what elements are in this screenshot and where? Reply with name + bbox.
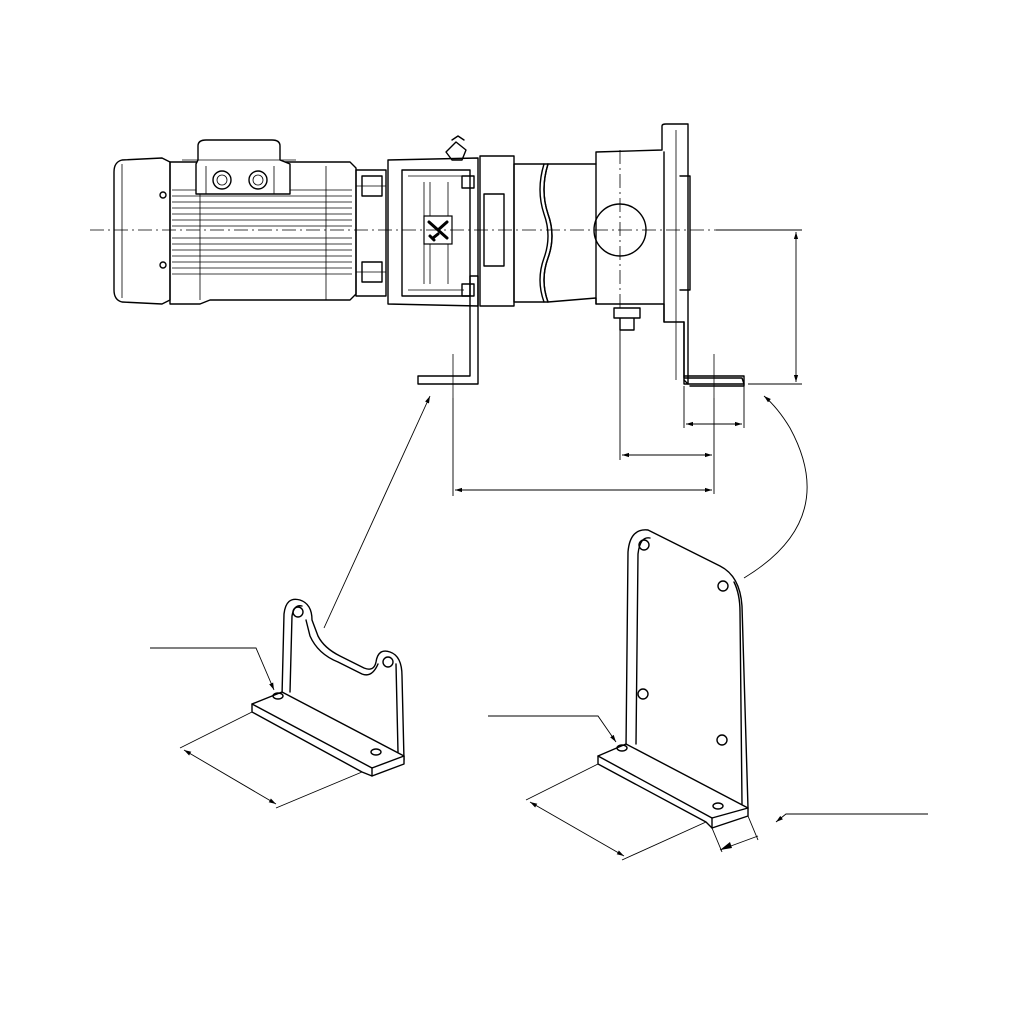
right-bracket-hole-top-right [717, 580, 729, 592]
motor-cooling-fins [172, 166, 352, 300]
motor-screw-top [159, 191, 167, 199]
motor-screw-bottom [159, 261, 167, 269]
left-bracket-base-hole-1 [272, 692, 284, 700]
motor-body [169, 161, 357, 305]
right-bracket-hole-top-left [638, 539, 650, 551]
callout-arrows [323, 395, 808, 629]
right-bracket-depth-dimension [529, 801, 625, 857]
left-bracket-hole-leader [150, 647, 275, 691]
right-bracket-base-hole-1 [616, 744, 628, 752]
left-bracket-base-hole-2 [370, 748, 382, 756]
pump-assembly [90, 123, 790, 398]
right-bracket-hole-mid-left [637, 688, 649, 700]
motor-end-cap [113, 157, 171, 305]
drain-plug [613, 307, 641, 331]
right-bracket-hole-leader [488, 715, 617, 743]
terminal-box [195, 139, 291, 195]
right-bracket-isometric [488, 529, 928, 861]
right-bracket-hole-mid-right [716, 734, 728, 746]
left-bracket-slot-top-right [382, 656, 394, 668]
left-bracket-slot-top-left [292, 606, 304, 618]
right-bracket-thickness-leader [775, 813, 928, 823]
cable-gland-right [248, 170, 268, 190]
pump-chamber [547, 123, 689, 385]
pump-sleeve [513, 163, 553, 303]
pump-head-flange [479, 155, 515, 307]
right-bracket-callout-arrow [743, 395, 808, 579]
right-bracket-base [597, 743, 749, 829]
right-bracket-base-hole-2 [712, 802, 724, 810]
dimension-lines [452, 229, 802, 496]
left-bracket-isometric [150, 598, 405, 809]
right-bracket-side [683, 321, 745, 385]
left-bracket-depth-dimension [183, 749, 277, 805]
motor-flange [355, 169, 387, 297]
cable-gland-left [212, 170, 232, 190]
left-bracket-callout-arrow [323, 395, 431, 629]
air-vent-valve [445, 135, 467, 161]
right-bracket-upright [625, 529, 749, 821]
left-bracket-side [417, 275, 479, 385]
left-bracket-base [251, 691, 405, 777]
